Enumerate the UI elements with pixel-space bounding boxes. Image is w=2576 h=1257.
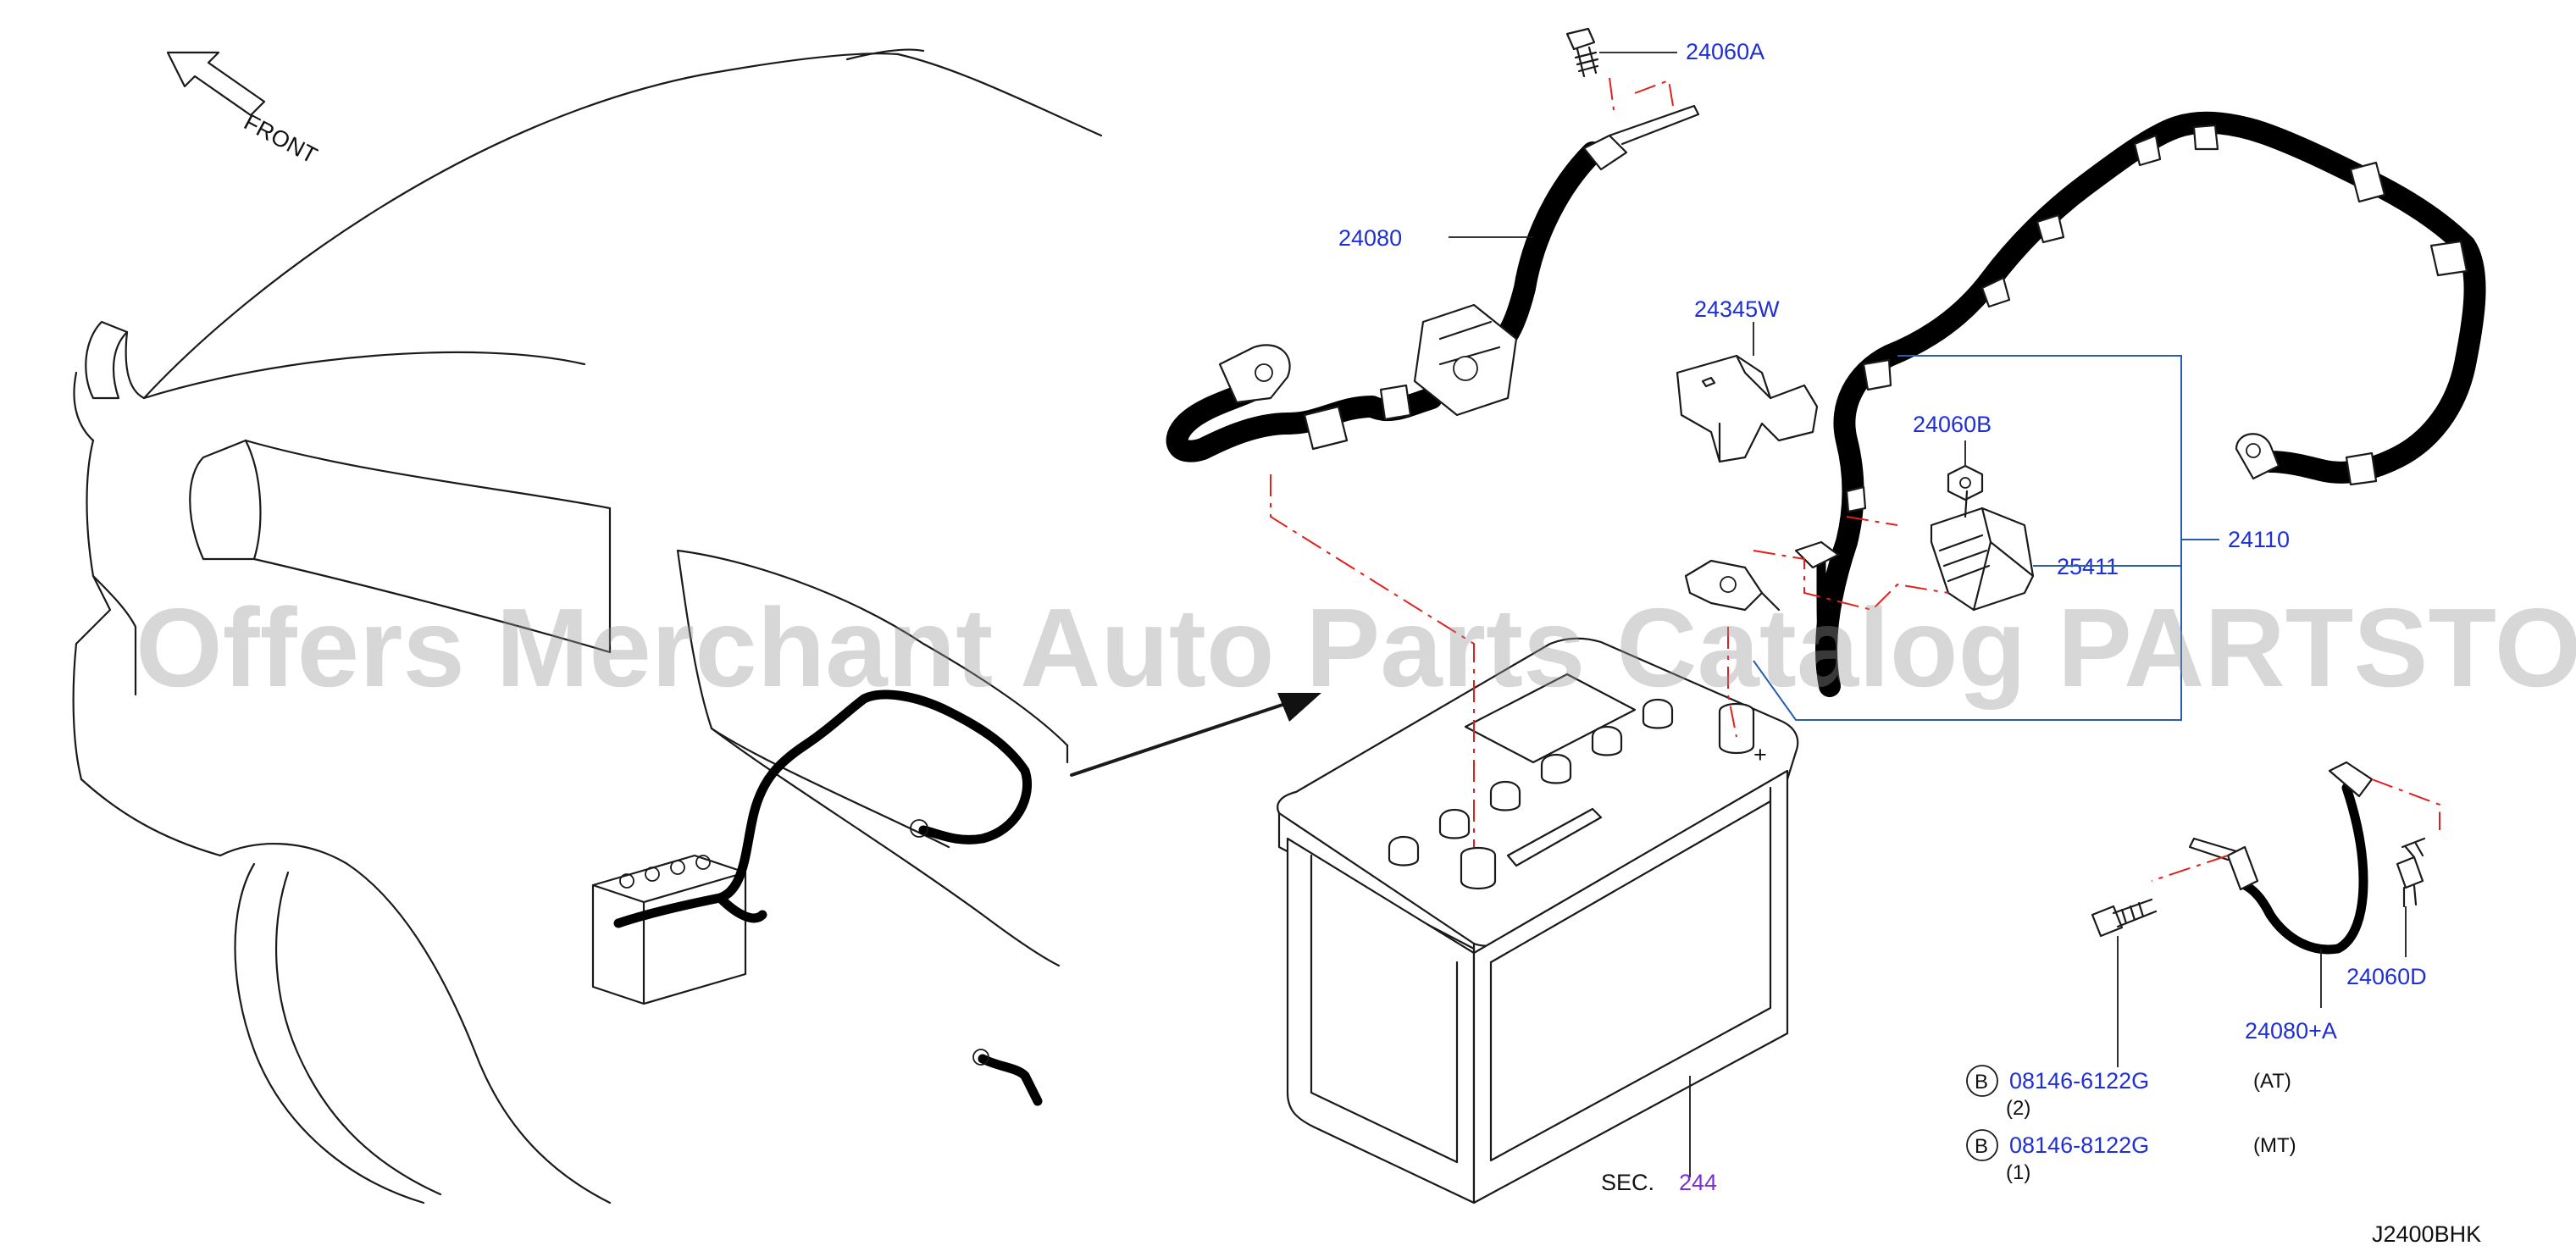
bolt2-note: (MT) [2253,1134,2296,1157]
nut-24060B-icon [1947,464,1984,501]
dash-neg-terminal [1727,627,1737,738]
part-08146-6122G[interactable]: 08146-6122G [2009,1068,2149,1094]
battery-plus-label: + [1753,742,1767,767]
cover-24345W [1676,354,1819,463]
part-24060D[interactable]: 24060D [2346,964,2427,989]
bolt2-qty: (1) [2006,1161,2030,1184]
negative-terminal-clamp [1684,559,1781,612]
leader-24110-bracket [1753,355,2182,721]
cable-24080A [2188,761,2374,955]
bolt-08146-icon [2091,898,2158,938]
front-arrow-icon [166,51,266,117]
diagram-id: J2400BHK [2372,1221,2481,1247]
sec-prefix: SEC. [1601,1170,1654,1195]
part-24060A[interactable]: 24060A [1686,39,1764,64]
part-08146-8122G[interactable]: 08146-8122G [2009,1132,2149,1158]
dash-link [1846,516,1898,526]
bolt1-note: (AT) [2253,1070,2291,1093]
vehicle-cable-harness [613,689,1043,1106]
cable-24110 [1794,111,2486,697]
watermark: Offers Merchant Auto Parts Catalog PARTS… [136,585,2576,710]
bolt1-qty: (2) [2006,1097,2030,1120]
part-24080A[interactable]: 24080+A [2245,1018,2337,1044]
part-24080[interactable]: 24080 [1338,225,1402,251]
part-24345W[interactable]: 24345W [1694,296,1780,322]
vehicle-battery-icon [591,854,747,1005]
b-marker-2 [1966,1129,1998,1161]
dash-24110 [1753,550,1949,612]
bolt-24060A-icon [1565,27,1599,78]
vehicle-outline [72,48,1103,1204]
b-marker-1 [1966,1065,1998,1097]
b-marker-2-label: B [1975,1135,1988,1158]
dash-24080-battery [1270,474,1475,847]
front-label: FRONT [240,109,321,169]
dash-24060A [1609,77,1674,111]
sec-number-link[interactable]: 244 [1679,1170,1717,1195]
battery-illustration [1277,637,1799,1204]
part-24060B[interactable]: 24060B [1913,412,1992,437]
cable-24080 [1166,104,1700,462]
b-marker-1-label: B [1975,1071,1988,1094]
bolt-24060D-icon [2396,837,2426,908]
zoom-arrow-icon [1070,693,1321,777]
dash-24080A [2151,778,2440,882]
fusible-link-25411 [1930,490,2035,612]
part-24110[interactable]: 24110 [2228,527,2290,552]
